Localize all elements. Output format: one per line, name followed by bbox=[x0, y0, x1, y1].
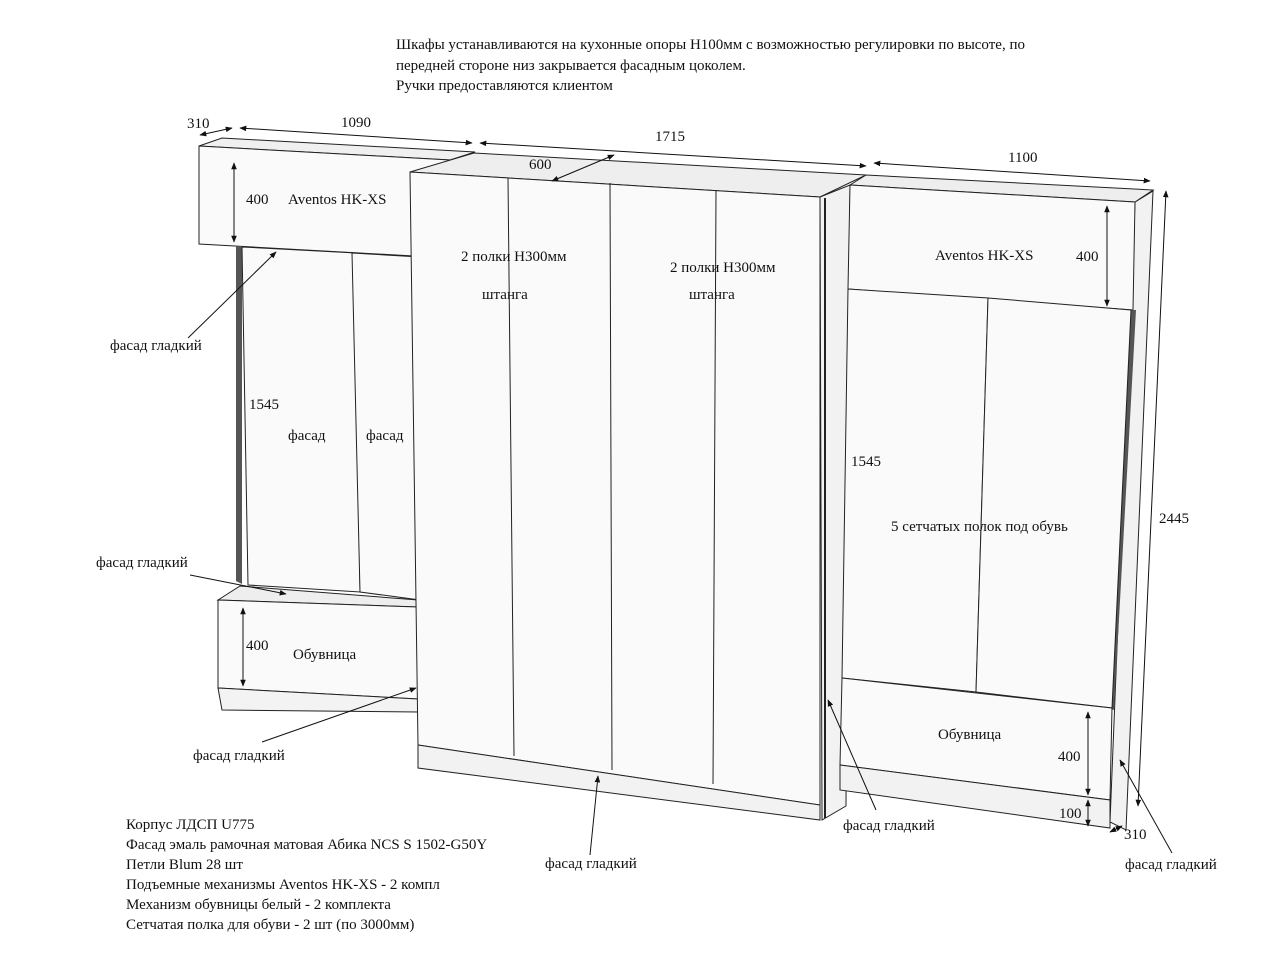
dim-400-left: 400 bbox=[246, 192, 269, 208]
spec-line-4: Подъемные механизмы Aventos HK-XS - 2 ко… bbox=[126, 877, 440, 893]
right-door-2 bbox=[975, 297, 1132, 709]
spec-line-3: Петли Blum 28 шт bbox=[126, 857, 243, 873]
callout-smooth-4: фасад гладкий bbox=[545, 856, 637, 872]
dim-310-top: 310 bbox=[187, 116, 210, 132]
door-seam-2 bbox=[712, 190, 717, 785]
dim-1545-right: 1545 bbox=[851, 454, 881, 470]
part-labels: Aventos HK-XS Aventos HK-XS 2 полки Н300… bbox=[288, 192, 1068, 743]
callout-texts: фасад гладкий фасад гладкий фасад гладки… bbox=[96, 338, 1217, 873]
middle-divider bbox=[609, 182, 613, 771]
door-seam-1 bbox=[507, 177, 515, 757]
dim-600: 600 bbox=[529, 157, 552, 173]
callout-smooth-2: фасад гладкий bbox=[96, 555, 188, 571]
spec-line-2: Фасад эмаль рамочная матовая Абика NCS S… bbox=[126, 837, 488, 853]
label-shelves-2: 2 полки Н300мм bbox=[670, 260, 776, 276]
dim-400-shoe-left: 400 bbox=[246, 638, 269, 654]
label-shoe-rack-left: Обувница bbox=[293, 647, 357, 663]
label-shoe-shelves: 5 сетчатых полок под обувь bbox=[891, 519, 1068, 535]
dim-310-bottom: 310 bbox=[1124, 827, 1147, 843]
left-door-2 bbox=[351, 252, 421, 601]
note-line-2: передней стороне низ закрывается фасадны… bbox=[396, 58, 746, 74]
label-facade-2: фасад bbox=[366, 428, 404, 444]
dim-1090: 1090 bbox=[341, 115, 371, 131]
dimension-lines bbox=[199, 125, 1169, 833]
dim-400-right-top: 400 bbox=[1076, 249, 1099, 265]
dimension-texts: 310 1090 1715 600 1100 400 400 1545 1545… bbox=[187, 115, 1189, 843]
label-rod-2: штанга bbox=[689, 287, 735, 303]
dim-400-shoe-right: 400 bbox=[1058, 749, 1081, 765]
label-shoe-rack-right: Обувница bbox=[938, 727, 1002, 743]
callout-smooth-5: фасад гладкий bbox=[843, 818, 935, 834]
spec-line-5: Механизм обувницы белый - 2 комплекта bbox=[126, 897, 391, 913]
right-door-1 bbox=[841, 288, 989, 693]
callout-smooth-1: фасад гладкий bbox=[110, 338, 202, 354]
callout-leaders bbox=[187, 251, 1173, 856]
dim-1100: 1100 bbox=[1008, 150, 1037, 166]
callout-smooth-6: фасад гладкий bbox=[1125, 857, 1217, 873]
label-aventos-right: Aventos HK-XS bbox=[935, 248, 1033, 264]
left-cabinet-side bbox=[236, 246, 242, 584]
dim-100: 100 bbox=[1059, 806, 1082, 822]
left-section bbox=[198, 137, 476, 713]
label-shelves-1: 2 полки Н300мм bbox=[461, 249, 567, 265]
left-door-1 bbox=[241, 246, 361, 593]
dim-2445: 2445 bbox=[1159, 511, 1189, 527]
callout-smooth-3: фасад гладкий bbox=[193, 748, 285, 764]
dim-1545-left: 1545 bbox=[249, 397, 279, 413]
middle-plinth bbox=[417, 744, 821, 821]
dim-1715: 1715 bbox=[655, 129, 685, 145]
spec-line-6: Сетчатая полка для обуви - 2 шт (по 3000… bbox=[126, 917, 415, 933]
note-line-3: Ручки предоставляются клиентом bbox=[396, 78, 613, 94]
spec-line-1: Корпус ЛДСП U775 bbox=[126, 817, 255, 833]
label-rod-1: штанга bbox=[482, 287, 528, 303]
label-aventos-left: Aventos HK-XS bbox=[288, 192, 386, 208]
label-facade-1: фасад bbox=[288, 428, 326, 444]
note-line-1: Шкафы устанавливаются на кухонные опоры … bbox=[396, 37, 1025, 53]
